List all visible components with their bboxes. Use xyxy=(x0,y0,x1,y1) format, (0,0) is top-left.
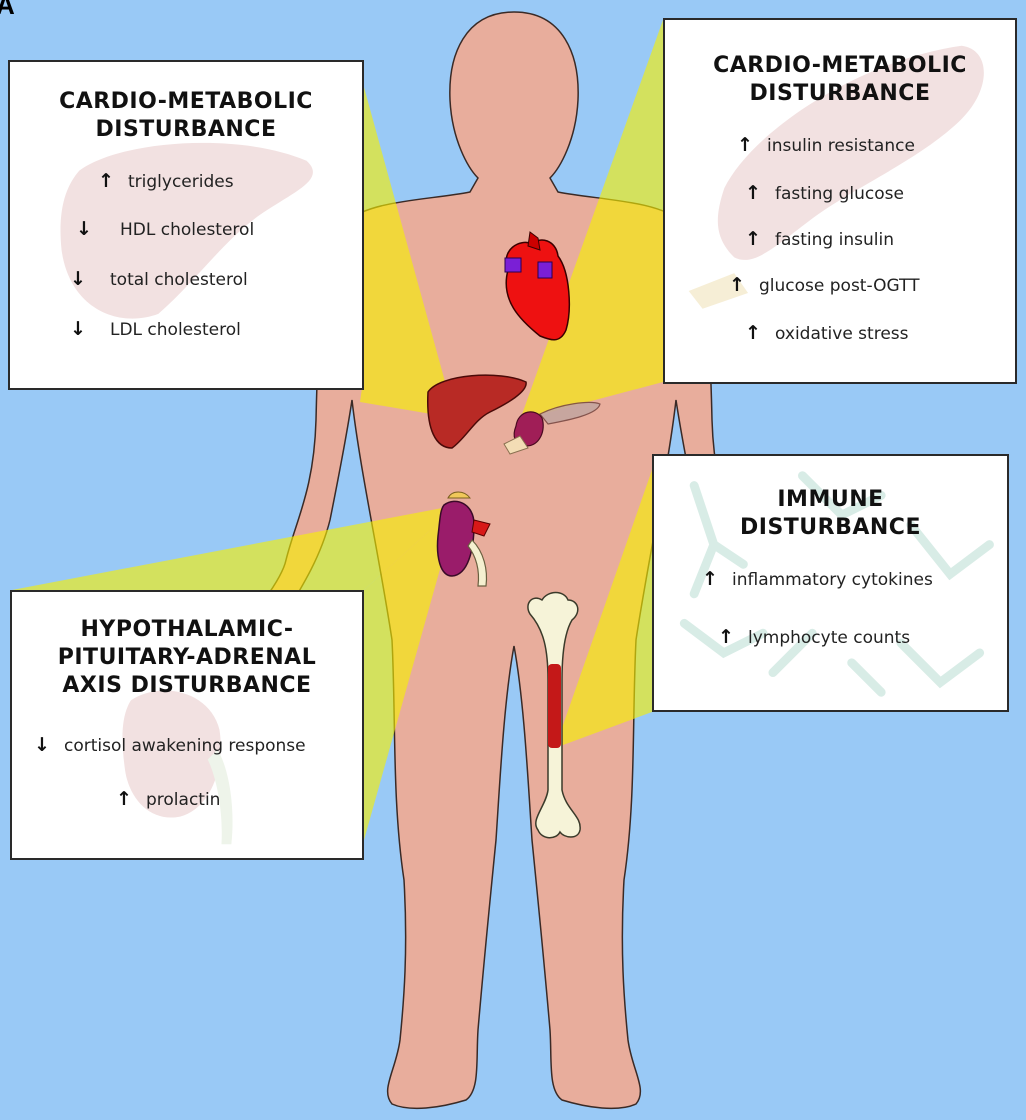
arrow-icon: ↑ xyxy=(745,322,767,344)
box-pancreas-cardio-metabolic: CARDIO-METABOLIC DISTURBANCE ↑ insulin re… xyxy=(663,18,1017,384)
item-text: fasting glucose xyxy=(775,184,904,204)
box-liver-cardio-metabolic: CARDIO-METABOLIC DISTURBANCE ↑ triglyceri… xyxy=(8,60,364,390)
item-text: lymphocyte counts xyxy=(748,628,910,648)
list-item: ↓ LDL cholesterol xyxy=(70,318,241,340)
list-item: ↑ insulin resistance xyxy=(737,134,915,156)
list-item: ↑ prolactin xyxy=(116,788,220,810)
arrow-icon: ↓ xyxy=(70,268,92,290)
item-text: prolactin xyxy=(146,790,220,810)
item-text: triglycerides xyxy=(128,172,234,192)
item-text: glucose post-OGTT xyxy=(759,276,920,296)
list-item: ↑ oxidative stress xyxy=(745,322,909,344)
list-item: ↓ cortisol awakening response xyxy=(34,734,306,756)
list-item: ↑ fasting glucose xyxy=(745,182,904,204)
list-item: ↓ total cholesterol xyxy=(70,268,248,290)
item-text: HDL cholesterol xyxy=(120,220,254,240)
item-text: insulin resistance xyxy=(767,136,915,156)
box-title: CARDIO-METABOLIC DISTURBANCE xyxy=(36,88,336,144)
item-text: inflammatory cytokines xyxy=(732,570,933,590)
item-text: LDL cholesterol xyxy=(110,320,241,340)
box-hpa-axis-disturbance: HYPOTHALAMIC-PITUITARY-ADRENAL AXIS DIST… xyxy=(10,590,364,860)
list-item: ↓ HDL cholesterol xyxy=(76,218,254,240)
box-title: IMMUNE DISTURBANCE xyxy=(721,486,941,542)
box-immune-disturbance: IMMUNE DISTURBANCE ↑ inflammatory cytokin… xyxy=(652,454,1009,712)
arrow-icon: ↑ xyxy=(116,788,138,810)
arrow-icon: ↑ xyxy=(702,568,724,590)
arrow-icon: ↓ xyxy=(76,218,98,240)
list-item: ↑ fasting insulin xyxy=(745,228,894,250)
box-title: HYPOTHALAMIC-PITUITARY-ADRENAL AXIS DIST… xyxy=(42,616,332,700)
box-title: CARDIO-METABOLIC DISTURBANCE xyxy=(690,52,990,108)
list-item: ↑ triglycerides xyxy=(98,170,234,192)
item-text: oxidative stress xyxy=(775,324,909,344)
arrow-icon: ↑ xyxy=(737,134,759,156)
arrow-icon: ↑ xyxy=(745,182,767,204)
panel-letter: A xyxy=(0,0,15,20)
arrow-icon: ↑ xyxy=(745,228,767,250)
arrow-icon: ↓ xyxy=(70,318,92,340)
list-item: ↑ inflammatory cytokines xyxy=(702,568,933,590)
item-text: total cholesterol xyxy=(110,270,248,290)
arrow-icon: ↑ xyxy=(729,274,751,296)
list-item: ↑ glucose post-OGTT xyxy=(729,274,920,296)
item-text: fasting insulin xyxy=(775,230,894,250)
item-text: cortisol awakening response xyxy=(64,736,306,756)
arrow-icon: ↑ xyxy=(718,626,740,648)
arrow-icon: ↑ xyxy=(98,170,120,192)
bone-marrow xyxy=(548,664,561,748)
list-item: ↑ lymphocyte counts xyxy=(718,626,910,648)
arrow-icon: ↓ xyxy=(34,734,56,756)
